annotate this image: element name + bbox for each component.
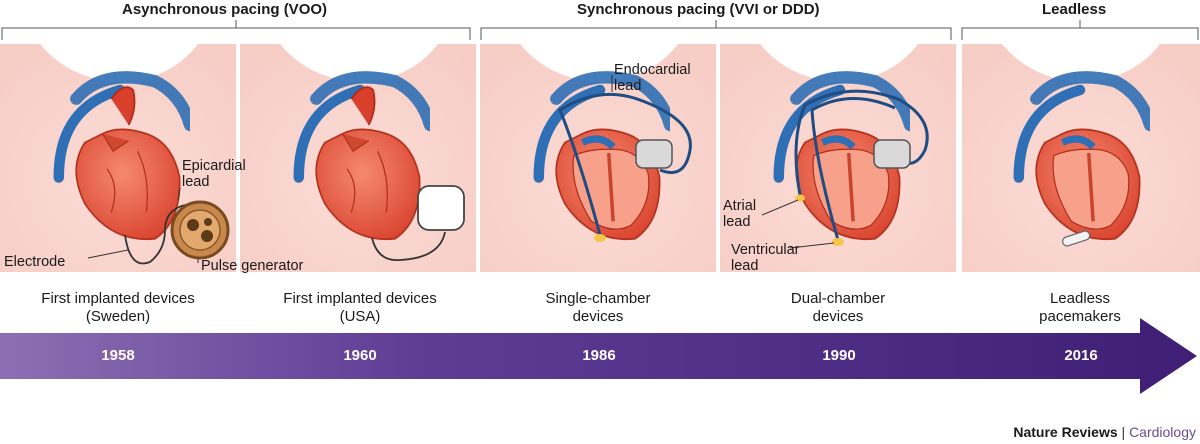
epicardial-lead-1958 [124,204,186,265]
label-ventricular-lead: Ventricular lead [731,242,800,274]
label-endocardial-line1: Endocardial [614,62,691,78]
era-title-leadless: Leadless [1042,1,1107,18]
caption-2016: Leadless pacemakers [965,290,1195,326]
credit-journal: Nature Reviews [1013,424,1118,440]
pulse-generator-1960 [417,185,465,231]
year-1986: 1986 [582,347,616,364]
label-epicardial-line2: lead [182,174,210,190]
caption-2016-line2: pacemakers [1039,308,1121,325]
label-endocardial-lead: Endocardial lead [614,62,691,94]
illustration-1958 [59,77,230,265]
ventricular-lead-1990 [810,97,896,241]
caption-1990-line1: Dual-chamber [790,290,886,307]
caption-1986-line1: Single-chamber [545,290,651,307]
lead-1960 [371,231,446,261]
year-2016: 2016 [1064,347,1098,364]
timeline-arrow [0,318,1197,394]
label-endocardial-line2: lead [614,78,642,94]
caption-1958-line2: (Sweden) [85,308,151,325]
journal-credit: Nature Reviews | Cardiology [1013,424,1196,440]
illustration-1990 [761,77,929,249]
year-1958: 1958 [101,347,135,364]
caption-2016-line1: Leadless [1049,290,1111,307]
era-title-synchronous: Synchronous pacing (VVI or DDD) [577,1,820,18]
credit-subject: Cardiology [1129,424,1196,440]
label-epicardial-line1: Epicardial [182,158,246,174]
era-bracket-synchronous [480,20,952,40]
illustration-1986 [539,75,692,242]
caption-1960: First implanted devices (USA) [245,290,475,326]
label-ventricular-line2: lead [731,258,759,274]
label-ventricular-line1: Ventricular [731,242,800,258]
label-epicardial-lead: Epicardial lead [182,158,246,190]
illustration-1960 [299,77,465,261]
era-bracket-leadless [961,20,1199,40]
pulse-generator-1990 [873,139,911,169]
caption-1986-line2: devices [572,308,624,325]
label-pulse-generator: Pulse generator [201,258,304,274]
label-atrial-line1: Atrial [723,198,757,214]
caption-1990-line2: devices [812,308,864,325]
pulse-generator-1986 [635,139,673,169]
endocardial-lead-1986 [558,92,692,236]
caption-1990: Dual-chamber devices [723,290,953,326]
era-title-asynchronous: Asynchronous pacing (VOO) [122,1,328,18]
caption-1958: First implanted devices (Sweden) [3,290,233,326]
caption-1960-line2: (USA) [339,308,381,325]
leadless-pacemaker-2016 [1062,230,1091,247]
label-atrial-lead: Atrial lead [723,198,756,230]
caption-1986: Single-chamber devices [483,290,713,326]
caption-1958-line1: First implanted devices [41,290,195,307]
caption-1960-line1: First implanted devices [283,290,437,307]
year-1960: 1960 [343,347,377,364]
label-electrode: Electrode [4,254,66,270]
illustration-2016 [1019,77,1150,247]
atrial-lead-1990 [794,89,929,196]
credit-separator: | [1121,424,1126,440]
era-bracket-asynchronous [1,20,471,40]
year-1990: 1990 [822,347,856,364]
label-atrial-line2: lead [723,214,751,230]
